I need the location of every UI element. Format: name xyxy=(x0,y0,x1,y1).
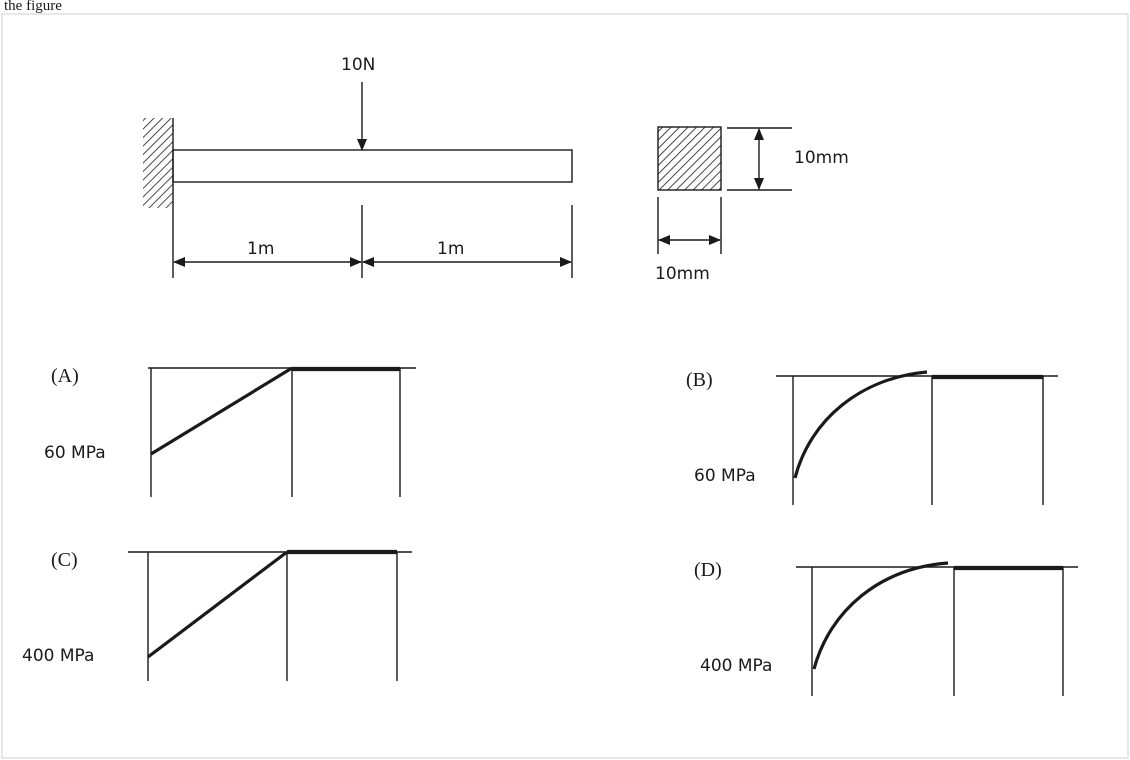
option-a-stress-label: 60 MPa xyxy=(44,443,106,463)
span-right-label: 1m xyxy=(437,239,464,259)
option-a-label: (A) xyxy=(51,365,79,387)
span-left-label: 1m xyxy=(247,239,274,259)
option-b-stress-curve xyxy=(793,370,928,479)
cross-section-figure: 10mm 10mm xyxy=(655,126,849,284)
option-a-graph: (A) 60 MPa xyxy=(44,365,416,497)
beam-body xyxy=(172,149,573,183)
option-b-label: (B) xyxy=(686,369,713,391)
wall-support xyxy=(143,118,173,208)
option-a-stress-ramp xyxy=(150,366,293,456)
top-caption: the figure xyxy=(4,0,62,14)
load-label: 10N xyxy=(341,55,375,75)
option-c-graph: (C) 400 MPa xyxy=(22,549,412,681)
option-b-graph: (B) 60 MPa xyxy=(686,369,1058,505)
section-width-label: 10mm xyxy=(655,264,710,284)
option-d-stress-label: 400 MPa xyxy=(700,656,772,676)
option-d-stress-curve xyxy=(812,561,949,670)
option-d-graph: (D) 400 MPa xyxy=(694,559,1078,696)
section-square xyxy=(657,126,722,191)
option-c-label: (C) xyxy=(51,549,78,571)
option-b-stress-label: 60 MPa xyxy=(694,466,756,486)
option-c-stress-label: 400 MPa xyxy=(22,646,94,666)
cantilever-beam-figure: 10N 1m 1m xyxy=(143,55,573,278)
page-frame xyxy=(1,13,1129,759)
option-d-label: (D) xyxy=(694,559,722,581)
option-c-stress-ramp xyxy=(147,550,288,659)
section-height-label: 10mm xyxy=(794,148,849,168)
